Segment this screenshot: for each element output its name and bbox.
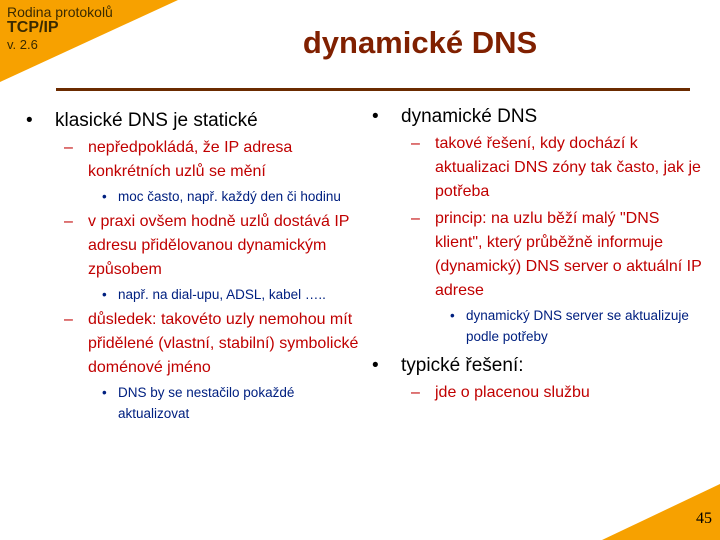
- bullet-dot-icon: •: [372, 355, 379, 376]
- bullet-static-dns: • klasické DNS je statické: [26, 108, 366, 133]
- bullet-dot-icon: •: [102, 189, 107, 204]
- detail-bullet-text: např. na dial-upu, ADSL, kabel …..: [118, 287, 326, 302]
- corner-triangle-bottom-right: [602, 484, 720, 540]
- sub-bullet-assumption: – nepředpokládá, že IP adresa konkrétníc…: [26, 136, 366, 184]
- course-topic: TCP/IP: [7, 19, 59, 36]
- sub-bullet-text: nepředpokládá, že IP adresa konkrétních …: [88, 139, 293, 180]
- detail-bullet-server-update: • dynamický DNS server se aktualizuje po…: [372, 305, 702, 347]
- course-label: Rodina protokolů TCP/IP v. 2.6: [7, 5, 113, 51]
- course-name: Rodina protokolů: [7, 4, 113, 20]
- left-column: • klasické DNS je statické – nepředpoklá…: [26, 104, 366, 424]
- sub-bullet-text: důsledek: takovéto uzly nemohou mít přid…: [88, 311, 359, 376]
- detail-bullet-text: DNS by se nestačilo pokaždé aktualizovat: [118, 385, 295, 421]
- course-version: v. 2.6: [7, 37, 38, 52]
- bullet-dot-icon: •: [450, 308, 455, 323]
- sub-bullet-consequence: – důsledek: takovéto uzly nemohou mít př…: [26, 308, 366, 380]
- bullet-dynamic-dns: • dynamické DNS: [372, 104, 702, 129]
- detail-bullet-text: moc často, např. každý den či hodinu: [118, 189, 341, 204]
- sub-bullet-text: takové řešení, kdy dochází k aktualizaci…: [435, 135, 701, 200]
- detail-bullet-frequency: • moc často, např. každý den či hodinu: [26, 186, 366, 207]
- sub-bullet-practice: – v praxi ovšem hodně uzlů dostává IP ad…: [26, 210, 366, 282]
- dash-icon: –: [64, 213, 73, 230]
- right-column: • dynamické DNS – takové řešení, kdy doc…: [372, 104, 702, 405]
- sub-bullet-text: v praxi ovšem hodně uzlů dostává IP adre…: [88, 213, 350, 278]
- bullet-typical-solution: • typické řešení:: [372, 353, 702, 378]
- dash-icon: –: [411, 135, 420, 152]
- sub-bullet-principle: – princip: na uzlu běží malý "DNS klient…: [372, 207, 702, 303]
- bullet-text: typické řešení:: [401, 355, 524, 376]
- dash-icon: –: [64, 311, 73, 328]
- bullet-dot-icon: •: [372, 106, 379, 127]
- detail-bullet-examples: • např. na dial-upu, ADSL, kabel …..: [26, 284, 366, 305]
- bullet-text: klasické DNS je statické: [55, 110, 258, 131]
- sub-bullet-definition: – takové řešení, kdy dochází k aktualiza…: [372, 132, 702, 204]
- sub-bullet-text: princip: na uzlu běží malý "DNS klient",…: [435, 210, 702, 299]
- sub-bullet-text: jde o placenou službu: [435, 384, 590, 401]
- page-number: 45: [696, 510, 712, 527]
- sub-bullet-paid-service: – jde o placenou službu: [372, 381, 702, 405]
- bullet-dot-icon: •: [26, 110, 33, 131]
- dash-icon: –: [64, 139, 73, 156]
- bullet-dot-icon: •: [102, 287, 107, 302]
- bullet-text: dynamické DNS: [401, 106, 538, 127]
- detail-bullet-text: dynamický DNS server se aktualizuje podl…: [466, 308, 689, 344]
- detail-bullet-update: • DNS by se nestačilo pokaždé aktualizov…: [26, 382, 366, 424]
- corner-triangle-top-left: [0, 0, 178, 82]
- bullet-dot-icon: •: [102, 385, 107, 400]
- slide-title: dynamické DNS: [302, 25, 538, 60]
- title-underline: [56, 88, 690, 91]
- dash-icon: –: [411, 384, 420, 401]
- dash-icon: –: [411, 210, 420, 227]
